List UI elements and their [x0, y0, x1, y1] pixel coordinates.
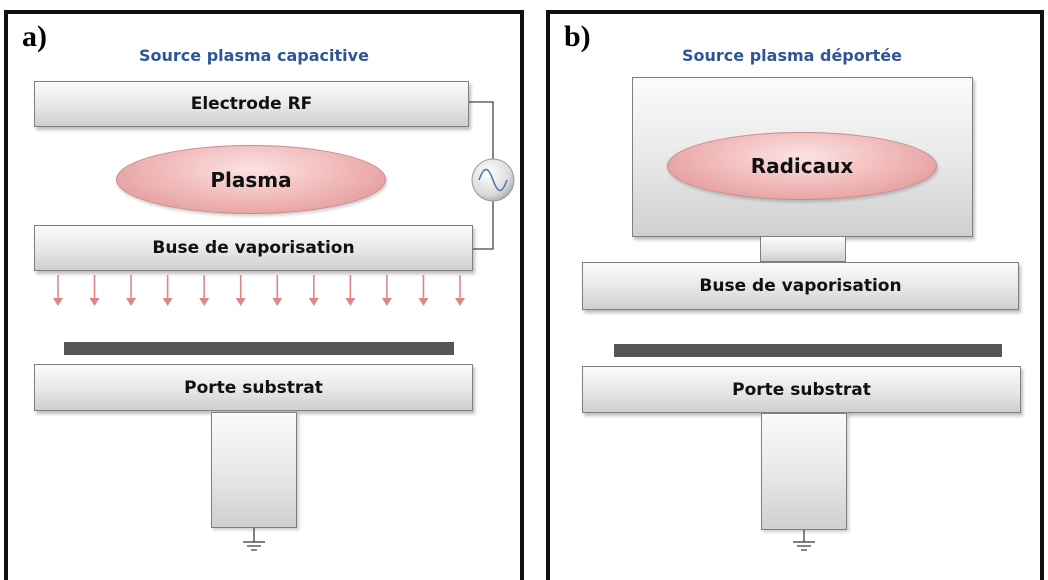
panel-a-title: Source plasma capacitive — [139, 46, 369, 65]
substrate-holder-a: Porte substrat — [34, 364, 473, 411]
panel-b-title: Source plasma déportée — [682, 46, 902, 65]
nozzle-b: Buse de vaporisation — [582, 262, 1019, 310]
nozzle-a-label: Buse de vaporisation — [152, 238, 355, 258]
holder-stem-a — [211, 412, 297, 528]
connector-b — [760, 236, 846, 262]
holder-b-label: Porte substrat — [732, 379, 871, 400]
holder-a-label: Porte substrat — [184, 377, 323, 398]
panel-b-letter: b) — [564, 20, 591, 53]
plasma-label: Plasma — [210, 167, 292, 192]
substrate-a — [64, 342, 454, 355]
substrate-holder-b: Porte substrat — [582, 366, 1021, 413]
radicals-ellipse: Radicaux — [667, 132, 937, 200]
rf-electrode: Electrode RF — [34, 81, 469, 127]
plasma-ellipse: Plasma — [116, 145, 386, 214]
rf-electrode-label: Electrode RF — [190, 94, 313, 114]
radicals-label: Radicaux — [750, 154, 854, 178]
substrate-b — [614, 344, 1002, 357]
panel-a-letter: a) — [22, 20, 47, 53]
nozzle-b-label: Buse de vaporisation — [699, 276, 902, 296]
nozzle-a: Buse de vaporisation — [34, 225, 473, 271]
holder-stem-b — [761, 413, 847, 530]
